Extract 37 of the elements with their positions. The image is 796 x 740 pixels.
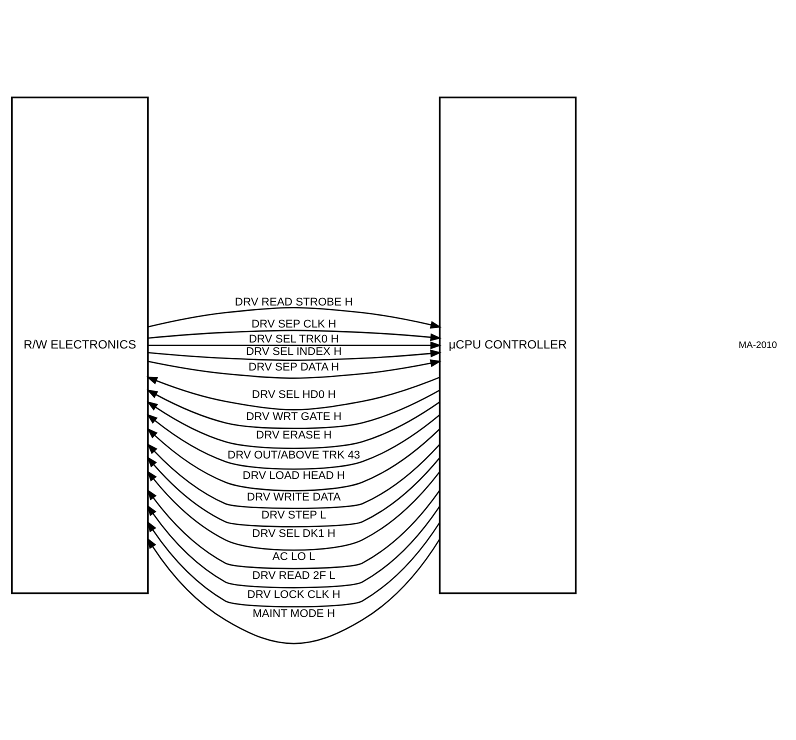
edge-label: DRV READ STROBE H [234, 296, 353, 308]
edge-label: DRV SEL TRK0 H [248, 332, 339, 345]
edge-label: AC LO L [272, 550, 316, 563]
node-box: R/W ELECTRONICS [11, 96, 149, 594]
arrow [146, 456, 440, 527]
edge-label: DRV SEP CLK H [251, 318, 336, 330]
edge-label: DRV OUT/ABOVE TRK 43 [228, 448, 360, 461]
edge-label: DRV READ 2F L [252, 570, 336, 582]
edge-label: DRV SEL INDEX H [246, 346, 342, 358]
edge-label: DRV STEP L [261, 509, 326, 522]
node-box: μCPU CONTROLLER [438, 96, 577, 594]
arrow [146, 376, 440, 410]
arrow [146, 427, 440, 491]
edge-label: MAINT MODE H [252, 607, 336, 620]
arrow [146, 536, 440, 644]
arrow [146, 388, 440, 429]
arrow [146, 413, 440, 470]
edge-label: DRV ERASE H [256, 429, 332, 442]
arrow [146, 504, 440, 588]
arrow [146, 442, 440, 508]
arrow [148, 358, 442, 378]
edge-label: DRV WRT GATE H [246, 410, 342, 422]
arrow [146, 488, 440, 569]
label: MA-2010 [738, 339, 778, 350]
arrow [148, 329, 442, 341]
edge-label: DRV LOAD HEAD H [242, 470, 346, 482]
edge-label: DRV WRITE DATA [246, 491, 341, 504]
arrow [146, 470, 440, 550]
edge-label: DRV SEL DK1 H [252, 527, 336, 540]
arrow [146, 520, 440, 607]
edge-label: DRV SEP DATA H [248, 361, 340, 374]
edge-label: DRV SEL HD0 H [252, 388, 336, 401]
arrow [148, 340, 442, 349]
arrow [146, 400, 440, 449]
edge-label: DRV LOCK CLK H [247, 588, 340, 600]
arrow [148, 306, 442, 328]
arrow [148, 349, 442, 360]
